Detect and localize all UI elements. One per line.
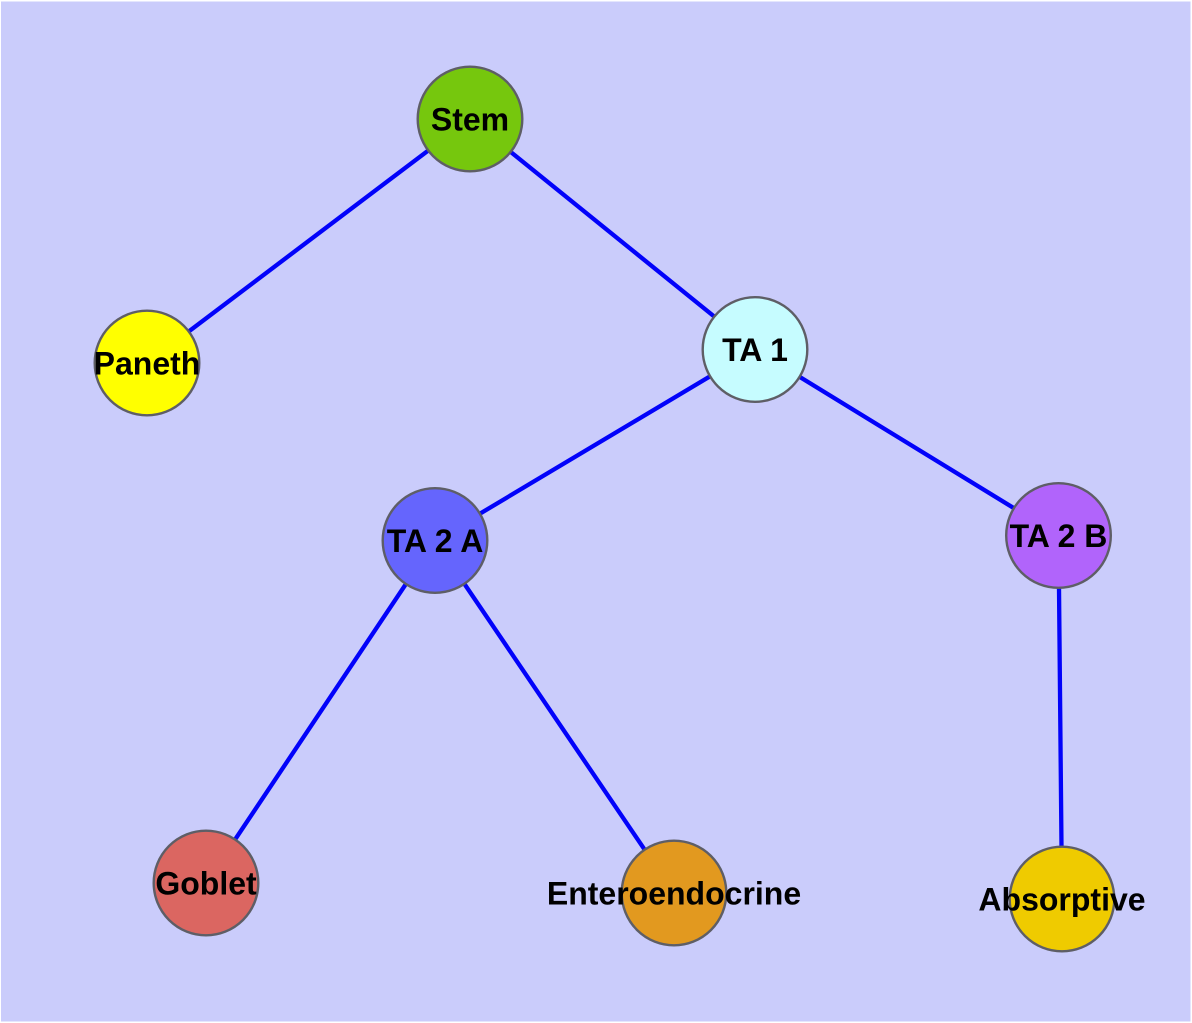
svg-text:Goblet: Goblet [155,866,257,902]
svg-text:Paneth: Paneth [94,346,201,382]
svg-text:Enteroendocrine: Enteroendocrine [547,876,801,912]
svg-text:Absorptive: Absorptive [978,882,1145,918]
svg-text:TA 2 B: TA 2 B [1010,518,1108,554]
svg-text:TA 1: TA 1 [722,332,788,368]
svg-text:TA 2 A: TA 2 A [387,523,484,559]
svg-text:Stem: Stem [431,102,509,138]
